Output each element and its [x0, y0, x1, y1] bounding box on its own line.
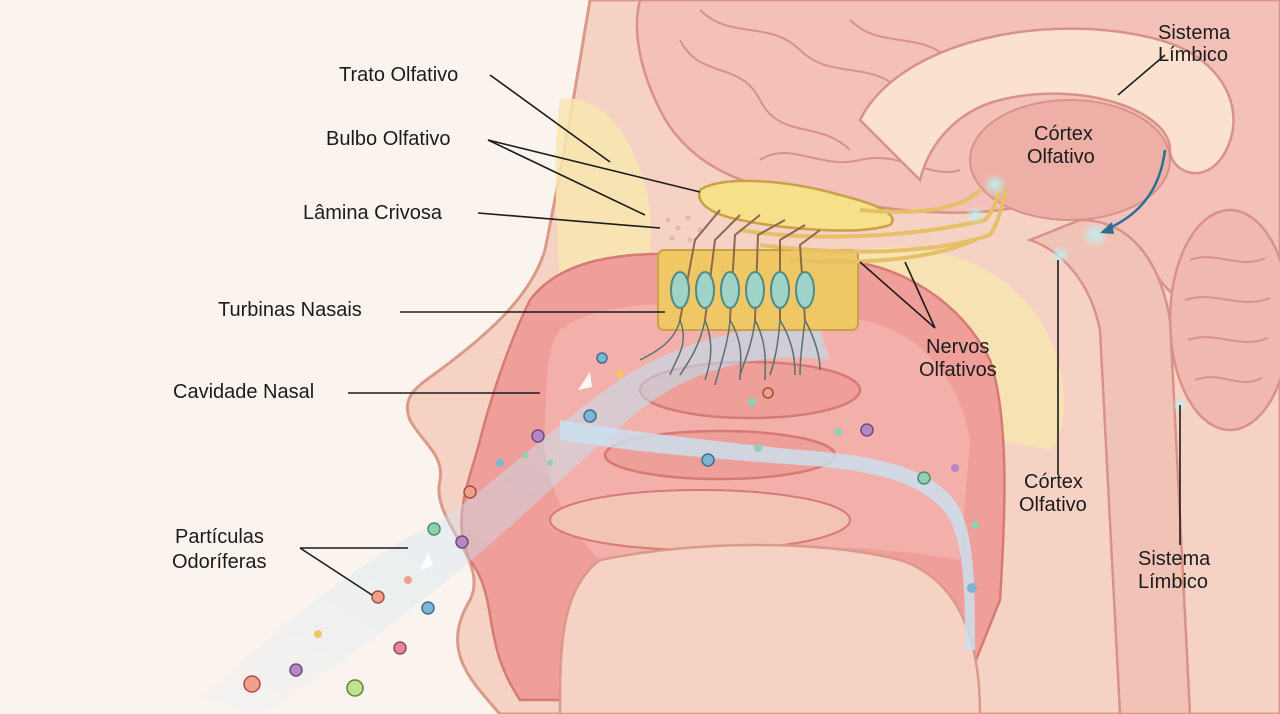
- label-turbinas-nasais: Turbinas Nasais: [218, 299, 362, 321]
- label-cortex-olfativo-bottom-line1: Córtex: [1024, 471, 1083, 493]
- label-sistema-limbico-bottom-line1: Sistema: [1138, 548, 1211, 570]
- airflow-back: [560, 420, 975, 650]
- label-sistema-limbico-top-line2: Límbico: [1158, 44, 1228, 66]
- label-particulas-line2: Odoríferas: [172, 551, 266, 573]
- label-trato-olfativo: Trato Olfativo: [339, 64, 458, 86]
- airflow-stream: [200, 327, 830, 714]
- cerebellum: [1168, 208, 1280, 432]
- receptor-neurons: [639, 209, 821, 386]
- label-bulbo-olfativo: Bulbo Olfativo: [326, 128, 451, 150]
- label-lamina-crivosa: Lâmina Crivosa: [303, 202, 443, 224]
- leader-lines: [299, 54, 1181, 596]
- airflow-arrows: [420, 372, 592, 570]
- label-cortex-olfativo-top-line1: Córtex: [1034, 123, 1093, 145]
- arrow-head: [1100, 222, 1114, 234]
- label-nervos-line2: Olfativos: [919, 359, 997, 381]
- label-sistema-limbico-bottom-line2: Límbico: [1138, 571, 1208, 593]
- label-nervos-line1: Nervos: [926, 336, 989, 358]
- label-cavidade-nasal: Cavidade Nasal: [173, 381, 314, 403]
- palate: [558, 543, 982, 714]
- cortex-region: [969, 99, 1171, 221]
- label-cortex-olfativo-bottom-line2: Olfativo: [1019, 494, 1087, 516]
- label-particulas-line1: Partículas: [175, 526, 264, 548]
- limbic-connection-arrow: [1104, 149, 1167, 232]
- limbic-arch: [858, 27, 1235, 183]
- odor-particles: [243, 352, 979, 697]
- label-sistema-limbico-top-line1: Sistema: [1158, 22, 1231, 44]
- label-cortex-olfativo-top-line2: Olfativo: [1027, 146, 1095, 168]
